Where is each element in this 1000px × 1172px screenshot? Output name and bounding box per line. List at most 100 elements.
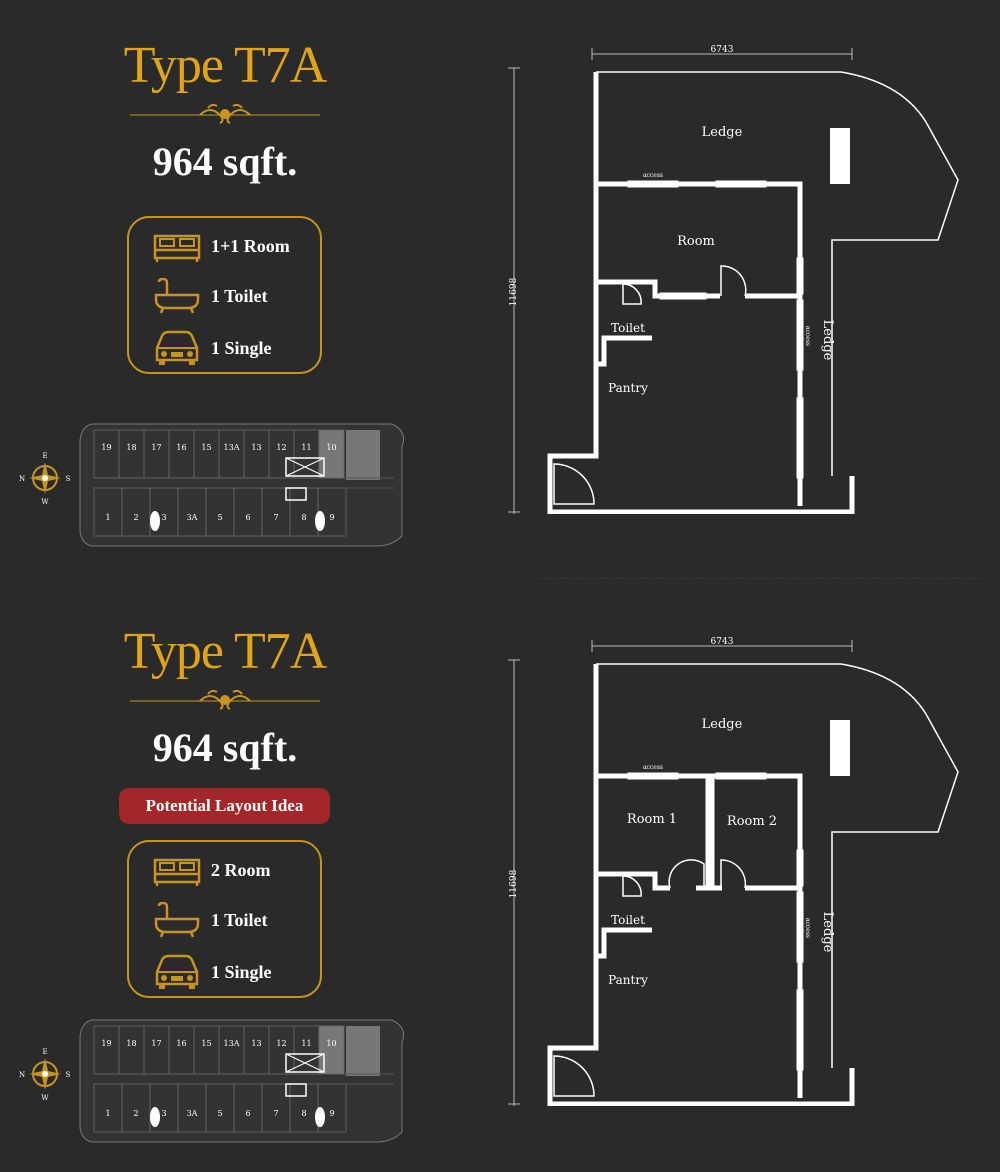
key-plan-unit-label: 16 bbox=[176, 443, 186, 452]
access-label: access bbox=[643, 172, 663, 179]
key-plan-unit-label: 13 bbox=[251, 443, 261, 452]
floor-plan: 6743 11698 Ledge Room Toile bbox=[508, 45, 959, 514]
car-icon bbox=[155, 330, 199, 365]
key-plan-unit-label: 3A bbox=[187, 513, 198, 522]
feature-toilets: 1 Toilet bbox=[129, 902, 324, 942]
key-plan-unit-label: 9 bbox=[329, 1109, 334, 1118]
height-dimension: 11698 bbox=[509, 277, 519, 306]
compass-icon: E S W N bbox=[19, 1048, 71, 1102]
key-plan-unit-label: 18 bbox=[126, 443, 136, 452]
key-plan-unit bbox=[318, 429, 345, 479]
unit-panel-2: Type T7A 964 sqft. Potential Layout Idea… bbox=[0, 586, 1000, 1172]
room-label: Room bbox=[677, 234, 715, 249]
key-plan-unit-label: 3A bbox=[187, 1109, 198, 1118]
compass-n: E bbox=[42, 1048, 47, 1056]
key-plan-unit-label: 11 bbox=[301, 1039, 311, 1048]
key-plan-unit-label: 11 bbox=[301, 443, 311, 452]
room-label: Ledge bbox=[820, 320, 835, 361]
ornament-divider bbox=[130, 689, 320, 710]
unit-area: 964 sqft. bbox=[152, 725, 298, 770]
height-dimension: 11698 bbox=[509, 869, 519, 898]
compass-w: N bbox=[19, 1071, 25, 1079]
key-plan-unit-label: 19 bbox=[101, 443, 111, 452]
room-label: Toilet bbox=[611, 321, 645, 335]
bed-icon bbox=[153, 234, 201, 262]
room-label: Ledge bbox=[820, 912, 835, 953]
key-plan-unit-label: 13A bbox=[224, 443, 240, 452]
feature-label: 1 Single bbox=[211, 962, 272, 982]
bathtub-icon bbox=[154, 902, 200, 938]
key-plan-unit-label: 13 bbox=[251, 1039, 261, 1048]
key-plan-unit-label: 5 bbox=[217, 1109, 222, 1118]
compass-s: W bbox=[41, 498, 49, 506]
key-plan-unit-label: 3 bbox=[161, 1109, 166, 1118]
compass-e: S bbox=[66, 475, 71, 483]
layout-idea-badge: Potential Layout Idea bbox=[119, 788, 330, 824]
room-label: Room 1 bbox=[627, 812, 677, 827]
key-plan-unit-label: 6 bbox=[245, 513, 250, 522]
section-divider bbox=[540, 578, 980, 579]
feature-toilets: 1 Toilet bbox=[129, 278, 324, 318]
key-plan-unit-label: 9 bbox=[329, 513, 334, 522]
key-plan-unit-label: 6 bbox=[245, 1109, 250, 1118]
access-label: access bbox=[804, 326, 811, 346]
room-label: Pantry bbox=[608, 973, 648, 987]
key-plan-unit-label: 2 bbox=[133, 513, 138, 522]
feature-label: 1 Toilet bbox=[211, 910, 268, 930]
features-box: 1+1 Room 1 Toilet 1 Single bbox=[127, 216, 322, 374]
key-plan-unit bbox=[318, 1025, 345, 1075]
access-label: access bbox=[643, 764, 663, 771]
key-plan-unit-label: 5 bbox=[217, 513, 222, 522]
feature-label: 1+1 Room bbox=[211, 236, 290, 256]
bathtub-icon bbox=[154, 278, 200, 314]
room-label: Room 2 bbox=[727, 814, 777, 829]
unit-type-title: Type T7A bbox=[123, 37, 328, 94]
room-label: Pantry bbox=[608, 381, 648, 395]
bed-icon bbox=[153, 858, 201, 886]
compass-n: E bbox=[42, 452, 47, 460]
access-label: access bbox=[804, 918, 811, 938]
floor-plan: 6743 11698 Ledge Room 1 Room 2 bbox=[508, 637, 959, 1106]
key-plan-unit-label: 8 bbox=[301, 513, 306, 522]
compass-e: S bbox=[66, 1071, 71, 1079]
feature-label: 2 Room bbox=[211, 860, 271, 880]
key-plan-unit-label: 1 bbox=[105, 1109, 110, 1118]
key-plan-unit-label: 8 bbox=[301, 1109, 306, 1118]
feature-rooms: 1+1 Room bbox=[129, 228, 324, 268]
feature-parking: 1 Single bbox=[129, 330, 324, 370]
key-plan-unit-label: 17 bbox=[151, 1039, 161, 1048]
key-plan-unit-label: 3 bbox=[161, 513, 166, 522]
features-box: 2 Room 1 Toilet 1 Single bbox=[127, 840, 322, 998]
feature-label: 1 Single bbox=[211, 338, 272, 358]
key-plan-unit-label: 2 bbox=[133, 1109, 138, 1118]
width-dimension: 6743 bbox=[711, 45, 734, 55]
key-plan-unit-label: 16 bbox=[176, 1039, 186, 1048]
key-plan-unit-label: 15 bbox=[201, 443, 211, 452]
key-plan-unit-label: 7 bbox=[273, 513, 278, 522]
unit-type-title: Type T7A bbox=[123, 623, 328, 680]
width-dimension: 6743 bbox=[711, 637, 734, 647]
compass-icon: E S W N bbox=[19, 452, 71, 506]
key-plan-unit-label: 18 bbox=[126, 1039, 136, 1048]
key-plan-unit-label: 10 bbox=[326, 1039, 336, 1048]
key-plan-unit-label: 17 bbox=[151, 443, 161, 452]
key-plan-unit-label: 7 bbox=[273, 1109, 278, 1118]
room-label: Toilet bbox=[611, 913, 645, 927]
lift-icon bbox=[150, 1053, 325, 1127]
key-plan-unit-label: 13A bbox=[224, 1039, 240, 1048]
feature-parking: 1 Single bbox=[129, 954, 324, 994]
key-plan-top-units: 19 18 17 16 15 13A 13 12 11 10 bbox=[93, 429, 345, 479]
key-plan-unit-label: 10 bbox=[326, 443, 336, 452]
key-plan-unit-label: 12 bbox=[276, 443, 286, 452]
lift-icon bbox=[150, 457, 325, 531]
car-icon bbox=[155, 954, 199, 989]
key-plan-unit-label: 19 bbox=[101, 1039, 111, 1048]
feature-label: 1 Toilet bbox=[211, 286, 268, 306]
ornament-divider bbox=[130, 103, 320, 124]
unit-area: 964 sqft. bbox=[152, 139, 298, 184]
key-plan-unit-label: 15 bbox=[201, 1039, 211, 1048]
